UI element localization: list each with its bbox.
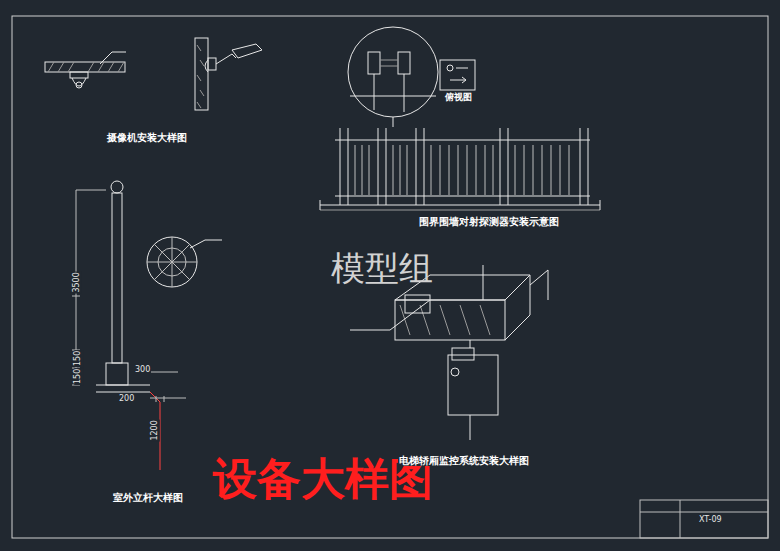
dimension: 1200 <box>151 419 160 441</box>
title-block <box>640 500 768 538</box>
dimension: 200 <box>118 395 135 404</box>
dimension: 300 <box>134 366 151 375</box>
view-caption: 俯视图 <box>444 93 473 103</box>
dimension: 3500 <box>73 271 82 293</box>
detector-plan-detail <box>348 27 475 127</box>
drawing-number: XT-09 <box>698 516 723 525</box>
wall-camera <box>195 38 262 110</box>
sheet-frame <box>12 16 768 538</box>
view-caption: 围界围墙对射探测器安装示意图 <box>418 216 560 227</box>
dimension: 150 <box>74 350 83 367</box>
view-caption: 电梯轿厢监控系统安装大样图 <box>398 455 530 466</box>
watermark: 模型组 <box>330 250 434 287</box>
dimension: 150 <box>74 368 83 385</box>
outdoor-pole <box>72 181 222 470</box>
fence-elevation <box>320 128 600 210</box>
ceiling-camera <box>45 52 126 88</box>
view-caption: 摄像机安装大样图 <box>106 132 188 143</box>
view-caption: 室外立杆大样图 <box>112 492 184 503</box>
elevator-camera <box>350 265 548 440</box>
